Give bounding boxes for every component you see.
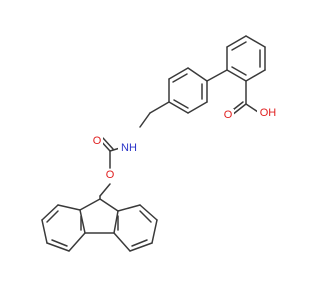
fluorenyl-group bbox=[41, 198, 158, 252]
atom-label: O bbox=[93, 135, 102, 147]
atom-label: O bbox=[106, 169, 115, 181]
atom-o-carbonyl-acid: O bbox=[222, 109, 234, 121]
fmoc-biphenyl-carboxylic-acid-structure: O OH NH O O bbox=[41, 35, 279, 252]
atom-labels: O OH NH O O bbox=[91, 107, 279, 181]
biaryl-bond bbox=[206, 69, 228, 82]
atom-nh-amide: NH bbox=[118, 142, 140, 154]
benzoic-acid-ring bbox=[226, 35, 266, 82]
atom-o-ester: O bbox=[104, 169, 116, 181]
atom-label: OH bbox=[260, 107, 277, 119]
atom-o-carbonyl-carbamate: O bbox=[91, 135, 103, 147]
carbamate-group bbox=[99, 137, 121, 200]
methylene-amine-linker bbox=[139, 101, 170, 128]
central-phenyl-ring bbox=[168, 67, 208, 114]
atom-label: NH bbox=[121, 142, 137, 154]
atom-label: O bbox=[224, 109, 233, 121]
atom-oh-acid: OH bbox=[257, 107, 279, 119]
